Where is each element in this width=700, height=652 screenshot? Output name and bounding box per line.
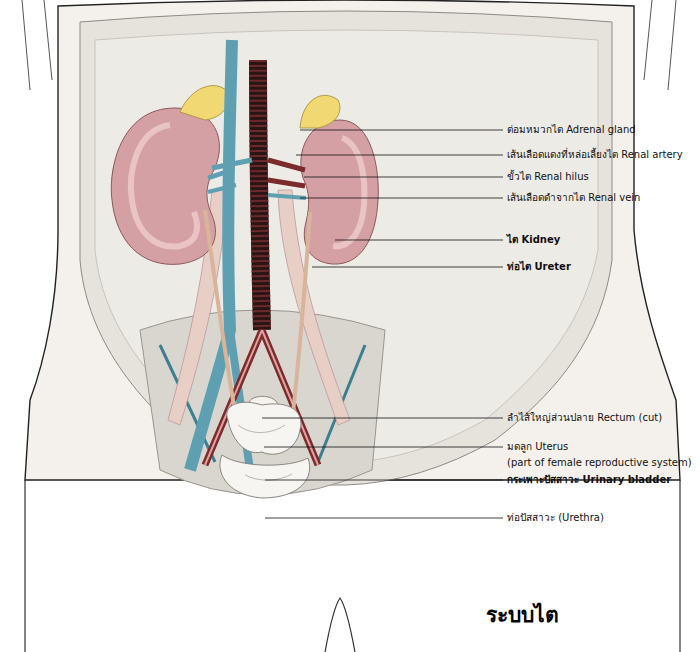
part-label: เส้นเลือดแดงที่หล่อเลี้ยงไต Renal artery [507,149,683,161]
part-label: (part of female reproductive system) [507,457,692,469]
part-label: ท่อไต Ureter [507,261,571,273]
part-label: เส้นเลือดดำจากไต Renal vein [507,192,640,204]
diagram-title: ระบบไต [486,598,559,631]
part-label: กระเพาะปัสสาวะ Urinary bladder [507,474,671,486]
part-label: ต่อมหมวกไต Adrenal gland [507,124,636,136]
part-label: ลำไส้ใหญ่ส่วนปลาย Rectum (cut) [507,412,662,424]
part-label: ท่อปัสสาวะ (Urethra) [507,512,604,524]
part-label: มดลูก Uterus [507,441,568,453]
part-label: ไต Kidney [507,234,560,246]
part-label: ขั้วไต Renal hilus [507,171,589,183]
